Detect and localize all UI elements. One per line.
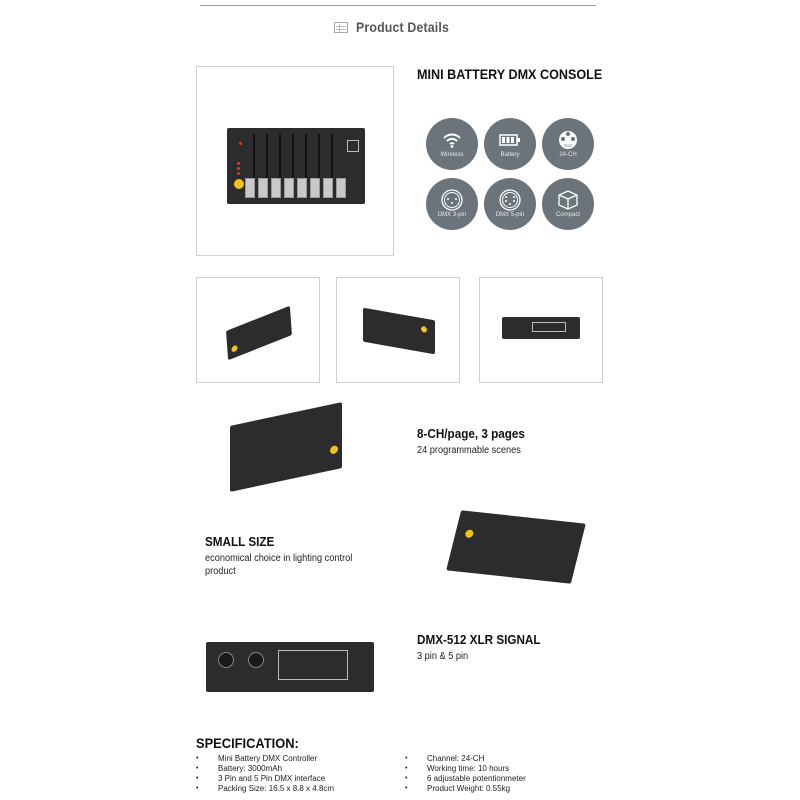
gallery-image-2[interactable] (336, 277, 460, 383)
specification-title: SPECIFICATION: (196, 735, 299, 751)
feature-battery: Battery (484, 118, 536, 170)
product-title: MINI BATTERY DMX CONSOLE (417, 66, 603, 82)
xlr-3pin-icon (441, 188, 463, 211)
section-title-channels: 8-CH/page, 3 pages (417, 426, 525, 441)
console-front-illustration (227, 128, 365, 204)
section-text-size: economical choice in lighting control pr… (205, 553, 353, 577)
main-product-image[interactable] (196, 66, 394, 256)
spec-item: Packing Size: 16.5 x 8.8 x 4.8cm (196, 784, 334, 794)
spec-item: Mini Battery DMX Controller (196, 754, 334, 764)
spec-item: Product Weight: 0.55kg (405, 784, 526, 794)
feature-24ch: 512 24-CH (542, 118, 594, 170)
section-image-size (438, 505, 588, 595)
gallery-image-1[interactable] (196, 277, 320, 383)
specification-list-left: Mini Battery DMX Controller Battery: 300… (196, 754, 334, 794)
dmx-512-icon: 512 (557, 130, 579, 149)
spec-item: 3 Pin and 5 Pin DMX interface (196, 774, 334, 784)
box-icon (557, 189, 579, 210)
section-title-size: SMALL SIZE (205, 534, 275, 549)
spec-item: Channel: 24-CH (405, 754, 526, 764)
wifi-icon (441, 131, 463, 149)
section-text-channels: 24 programmable scenes (417, 445, 521, 456)
svg-text:512: 512 (564, 143, 572, 148)
top-divider (200, 5, 596, 6)
section-header: Product Details (200, 17, 596, 37)
section-title-dmx: DMX-512 XLR SIGNAL (417, 632, 541, 647)
feature-dmx-5pin: DMX 5-pin (484, 178, 536, 230)
spec-item: Battery: 3000mAh (196, 764, 334, 774)
gallery-image-3[interactable] (479, 277, 603, 383)
feature-compact: Compact (542, 178, 594, 230)
feature-dmx-3pin: DMX 3-pin (426, 178, 478, 230)
page-knob (234, 179, 244, 189)
battery-icon (499, 131, 521, 149)
section-text-dmx: 3 pin & 5 pin (417, 651, 469, 662)
page-title: Product Details (356, 19, 450, 35)
feature-icons-grid: Wireless Battery 512 24-CH DMX 3-pin DMX… (426, 118, 596, 230)
section-image-channels (208, 400, 358, 500)
spec-item: Working time: 10 hours (405, 764, 526, 774)
spec-item: 6 adjustable potentionmeter (405, 774, 526, 784)
specification-list-right: Channel: 24-CH Working time: 10 hours 6 … (405, 754, 526, 794)
details-table-icon (334, 21, 349, 33)
section-image-rear-panel (206, 636, 374, 694)
feature-wireless: Wireless (426, 118, 478, 170)
xlr-5pin-icon (499, 188, 521, 211)
